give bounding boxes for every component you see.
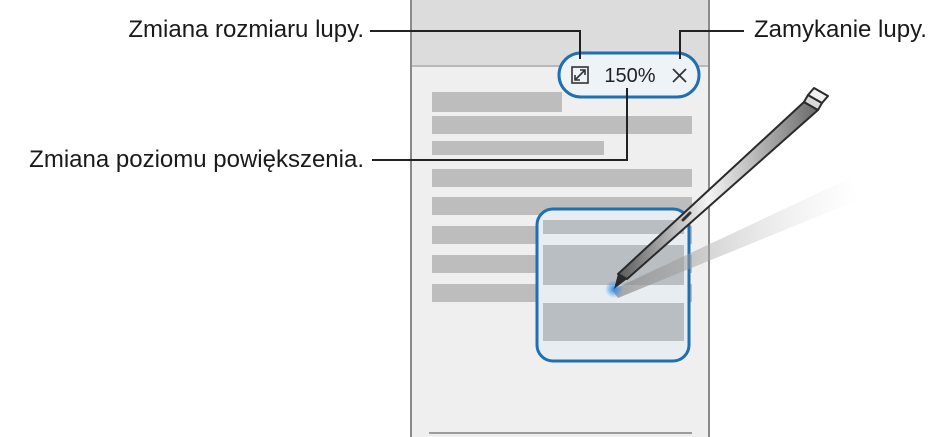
callout-close-label: Zamykanie lupy. [754, 16, 927, 43]
expand-arrows-icon [571, 66, 589, 84]
leader-lines [370, 30, 744, 161]
close-x-icon [672, 68, 687, 83]
pen-end [807, 87, 829, 104]
callout-resize-label: Zmiana rozmiaru lupy. [128, 16, 364, 43]
magnified-text-line [543, 303, 684, 341]
toolbar-pill [557, 51, 701, 99]
text-line [432, 169, 692, 187]
pen-shadow [612, 178, 858, 298]
zoom-level-button[interactable]: 150% [604, 65, 655, 87]
magnified-text-line [543, 220, 684, 234]
leader-line-resize [370, 30, 581, 59]
leader-line-close [679, 30, 744, 59]
resize-button[interactable] [569, 65, 591, 87]
text-line [432, 116, 692, 134]
text-line [432, 92, 562, 112]
close-button[interactable] [669, 64, 691, 86]
s-pen-icon [605, 87, 829, 298]
leader-line-zoom [372, 88, 628, 161]
callout-zoom-label: Zmiana poziomu powiększenia. [29, 146, 364, 173]
pen-button [681, 211, 692, 222]
magnifier-toolbar: 150% [557, 51, 701, 99]
text-line [432, 141, 604, 155]
